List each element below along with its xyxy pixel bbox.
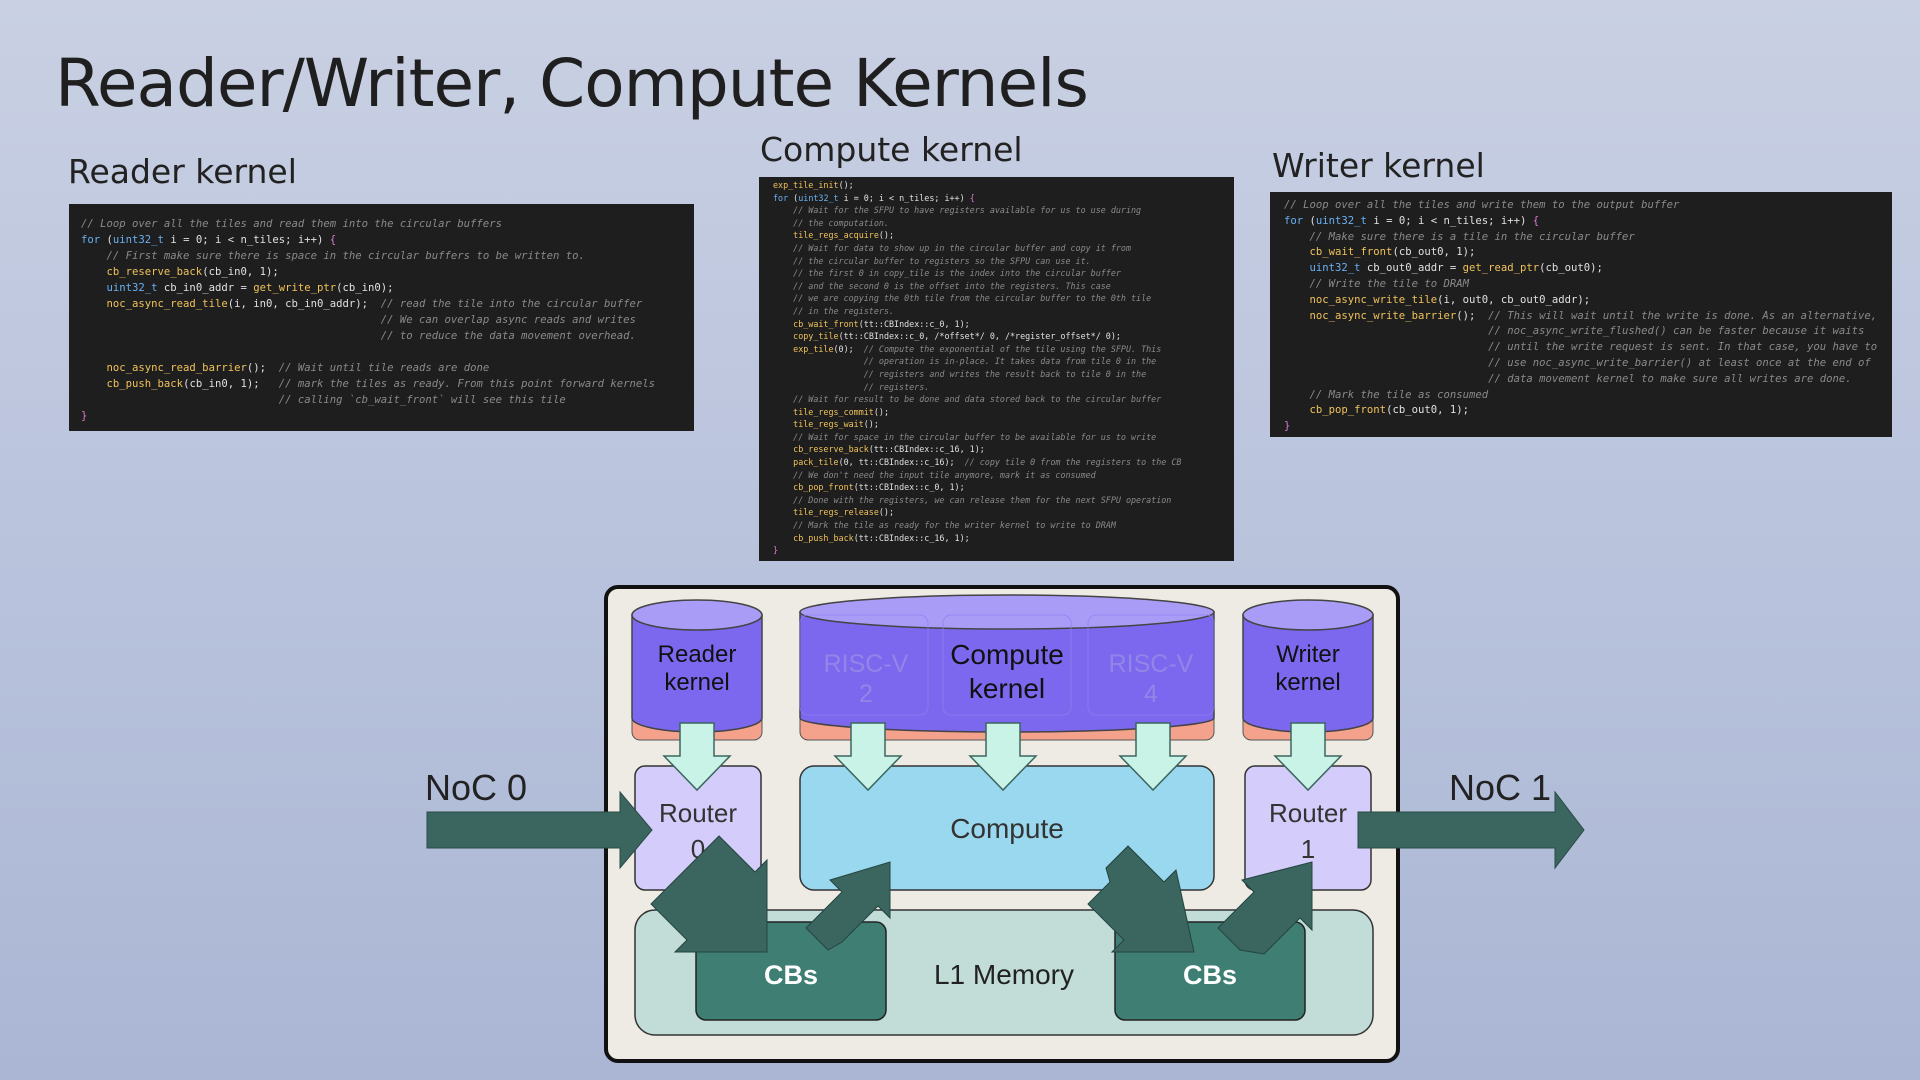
code-line: // First make sure there is space in the… bbox=[106, 250, 585, 262]
code-line: // calling `cb_wait_front` will see this… bbox=[278, 394, 566, 406]
compute-to-cbs-arrow bbox=[1087, 845, 1195, 953]
slide-title: Reader/Writer, Compute Kernels bbox=[55, 45, 1089, 122]
noc-1-arrow bbox=[1357, 790, 1585, 870]
cbs-to-router1-arrow bbox=[1217, 861, 1313, 955]
code-line: tile_regs_wait(); bbox=[793, 419, 879, 430]
code-line: cb_reserve_back(tt::CBIndex::c_16, 1); bbox=[793, 444, 985, 455]
code-line: cb_push_back(cb_in0, 1); // mark the til… bbox=[106, 378, 656, 390]
code-line: // Make sure there is a tile in the circ… bbox=[1309, 230, 1635, 243]
code-line: // Mark the tile as ready for the writer… bbox=[793, 520, 1116, 531]
code-line: } bbox=[1284, 420, 1291, 433]
code-line: // Loop over all the tiles and read them… bbox=[81, 218, 502, 230]
code-line: uint32_t cb_in0_addr = get_write_ptr(cb_… bbox=[106, 282, 394, 294]
writer-code-block: // Loop over all the tiles and write the… bbox=[1270, 192, 1892, 437]
code-line: noc_async_write_tile(i, out0, cb_out0_ad… bbox=[1309, 293, 1591, 306]
reader-to-router-arrow bbox=[662, 722, 732, 792]
router-0-label: Router bbox=[659, 798, 737, 828]
riscv-2-number: 2 bbox=[859, 680, 873, 708]
code-line: noc_async_write_barrier(); // This will … bbox=[1309, 309, 1878, 322]
code-line: // Done with the registers, we can relea… bbox=[793, 494, 1172, 505]
writer-kernel-label: Writer kernel bbox=[1272, 146, 1485, 185]
code-line: exp_tile_init(); bbox=[773, 180, 854, 190]
code-line: pack_tile(0, tt::CBIndex::c_16); // copy… bbox=[793, 457, 1182, 468]
code-line: // Wait for result to be done and data s… bbox=[793, 394, 1162, 405]
code-line: cb_push_back(tt::CBIndex::c_16, 1); bbox=[793, 532, 970, 543]
code-line: for (uint32_t i = 0; i < n_tiles; i++) { bbox=[1284, 214, 1540, 227]
cbs-left-label: CBs bbox=[764, 960, 818, 990]
code-line: } bbox=[773, 545, 779, 556]
code-line: // noc_async_write_flushed() can be fast… bbox=[1488, 325, 1865, 338]
code-line: exp_tile(0); // Compute the exponential … bbox=[793, 343, 1162, 354]
compute-kernel-to-compute-arrow bbox=[968, 722, 1038, 792]
code-line: // operation is in-place. It takes data … bbox=[863, 356, 1157, 367]
code-line: // registers. bbox=[863, 381, 930, 392]
code-line: for (uint32_t i = 0; i < n_tiles; i++) { bbox=[81, 234, 337, 246]
router-1-number: 1 bbox=[1301, 834, 1315, 864]
compute-label: Compute bbox=[950, 813, 1064, 844]
code-line: // We can overlap async reads and writes bbox=[380, 314, 636, 326]
compute-code-block: exp_tile_init();for (uint32_t i = 0; i <… bbox=[759, 177, 1234, 561]
writer-kernel-title: Writer bbox=[1276, 641, 1340, 668]
code-line: } bbox=[81, 410, 88, 422]
code-line: tile_regs_acquire(); bbox=[793, 230, 895, 241]
writer-kernel-subtitle: kernel bbox=[1275, 669, 1340, 696]
code-line: uint32_t cb_out0_addr = get_read_ptr(cb_… bbox=[1309, 262, 1603, 275]
reader-kernel-subtitle: kernel bbox=[664, 669, 729, 696]
code-line: cb_wait_front(cb_out0, 1); bbox=[1309, 246, 1476, 259]
code-line: // Write the tile to DRAM bbox=[1309, 277, 1469, 290]
code-line: // Wait for space in the circular buffer… bbox=[793, 431, 1157, 442]
noc-0-label: NoC 0 bbox=[425, 767, 527, 808]
code-line: tile_regs_release(); bbox=[793, 507, 895, 518]
compute-kernel-cylinder bbox=[799, 594, 1215, 733]
riscv4-to-compute-arrow bbox=[1118, 722, 1188, 792]
code-line: // the circular buffer to registers so t… bbox=[793, 255, 1091, 266]
code-line: // Mark the tile as consumed bbox=[1309, 388, 1489, 401]
code-line: cb_wait_front(tt::CBIndex::c_0, 1); bbox=[793, 318, 970, 329]
code-line: copy_tile(tt::CBIndex::c_0, /*offset*/ 0… bbox=[793, 331, 1121, 342]
code-line: // data movement kernel to make sure all… bbox=[1488, 372, 1852, 385]
reader-kernel-label: Reader kernel bbox=[68, 152, 297, 191]
code-line: // Wait for data to show up in the circu… bbox=[793, 242, 1131, 253]
reader-kernel-cylinder bbox=[631, 599, 763, 733]
code-line: cb_reserve_back(cb_in0, 1); bbox=[106, 266, 279, 278]
code-line: cb_pop_front(tt::CBIndex::c_0, 1); bbox=[793, 482, 965, 493]
noc-0-arrow bbox=[426, 790, 653, 870]
reader-code-block: // Loop over all the tiles and read them… bbox=[69, 204, 694, 431]
noc-1-label: NoC 1 bbox=[1449, 767, 1551, 808]
code-line: // use noc_async_write_barrier() at leas… bbox=[1488, 356, 1871, 369]
code-line: tile_regs_commit(); bbox=[793, 406, 889, 417]
compute-kernel-subtitle: kernel bbox=[969, 673, 1045, 704]
cbs-right-label: CBs bbox=[1183, 960, 1237, 990]
code-line: // we are copying the 0th tile from the … bbox=[793, 293, 1152, 304]
writer-kernel-cylinder bbox=[1242, 599, 1374, 733]
riscv-4-number: 4 bbox=[1144, 680, 1158, 708]
compute-kernel-title: Compute bbox=[950, 639, 1064, 670]
code-line: // Loop over all the tiles and write the… bbox=[1284, 199, 1680, 211]
code-line: noc_async_read_barrier(); // Wait until … bbox=[106, 362, 490, 374]
router0-to-cbs-arrow bbox=[650, 835, 768, 953]
code-line: // and the second 0 is the offset into t… bbox=[793, 280, 1111, 291]
riscv-4-label: RISC-V bbox=[1109, 650, 1194, 678]
code-line: // registers and writes the result back … bbox=[863, 368, 1147, 379]
writer-to-router-arrow bbox=[1273, 722, 1343, 792]
code-line: // until the write request is sent. In t… bbox=[1488, 341, 1878, 354]
code-line: cb_pop_front(cb_out0, 1); bbox=[1309, 404, 1469, 417]
code-line: // the first 0 in copy_tile is the index… bbox=[793, 268, 1121, 279]
code-line: // in the registers. bbox=[793, 305, 895, 316]
riscv2-to-compute-arrow bbox=[833, 722, 903, 792]
code-line: for (uint32_t i = 0; i < n_tiles; i++) { bbox=[773, 192, 975, 203]
cbs-to-compute-arrow bbox=[805, 861, 891, 951]
compute-kernel-label: Compute kernel bbox=[760, 130, 1023, 169]
riscv-2-label: RISC-V bbox=[824, 650, 909, 678]
code-line: // to reduce the data movement overhead. bbox=[380, 330, 636, 342]
code-line: // the computation. bbox=[793, 217, 889, 228]
reader-kernel-title: Reader bbox=[658, 641, 737, 668]
code-line: noc_async_read_tile(i, in0, cb_in0_addr)… bbox=[106, 298, 643, 310]
code-line: // We don't need the input tile anymore,… bbox=[793, 469, 1096, 480]
router-1-label: Router bbox=[1269, 798, 1347, 828]
code-line: // Wait for the SFPU to have registers a… bbox=[793, 205, 1142, 216]
l1-memory-label: L1 Memory bbox=[934, 959, 1074, 990]
